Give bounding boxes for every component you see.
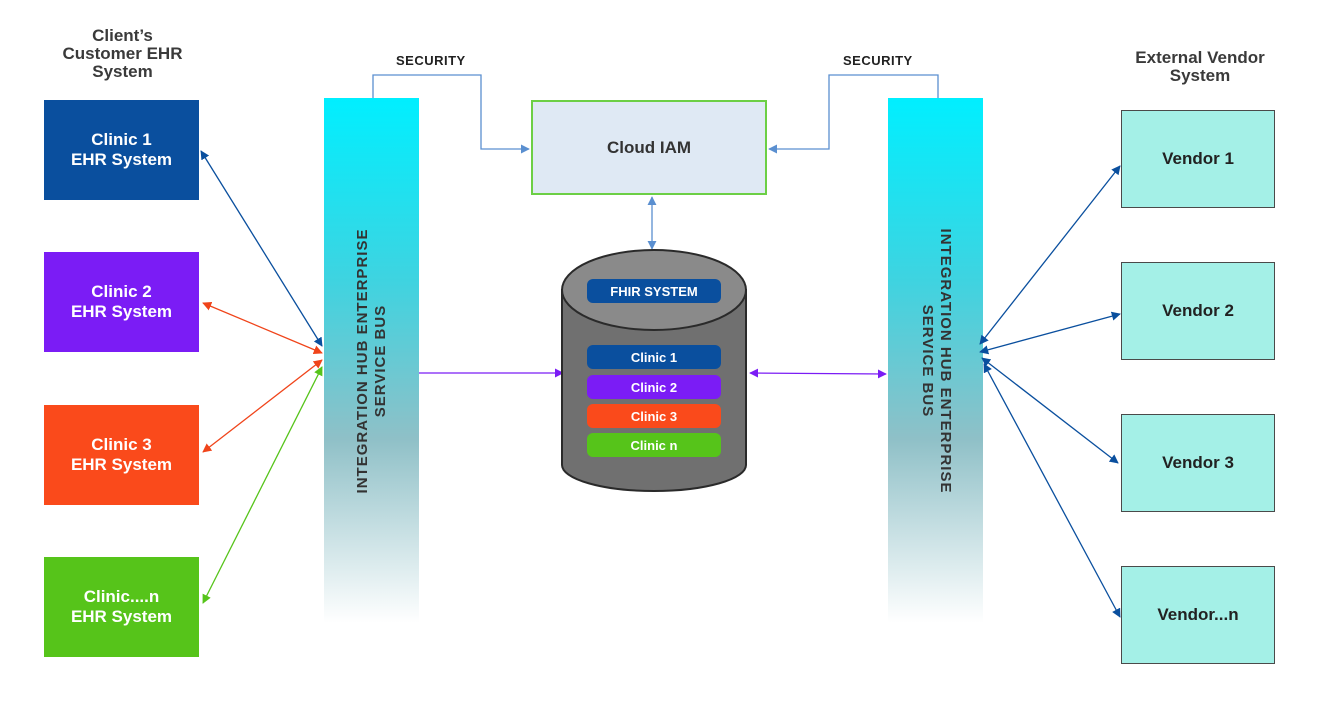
vendor-1-box[interactable]: Vendor 1	[1121, 110, 1275, 208]
vendor-3-box[interactable]: Vendor 3	[1121, 414, 1275, 512]
connector-db-to-right-bus	[749, 368, 887, 379]
security-label-left: SECURITY	[396, 53, 466, 68]
client-system-heading: Client’s Customer EHR System	[62, 26, 183, 81]
db-entry-clinic-1: Clinic 1	[587, 345, 721, 369]
vendor-system-heading: External Vendor System	[1135, 48, 1265, 85]
connector-clinic-n	[202, 366, 323, 604]
connector-vendor-n	[983, 363, 1121, 618]
clinic-n-ehr-box[interactable]: Clinic....n EHR System	[44, 557, 199, 657]
clinic-3-ehr-box[interactable]: Clinic 3 EHR System	[44, 405, 199, 505]
connector-vendor-1	[979, 165, 1121, 345]
security-connector-left	[372, 74, 530, 154]
db-entry-clinic-n: Clinic n	[587, 433, 721, 457]
connector-clinic-1	[200, 150, 323, 347]
clinic-1-ehr-box[interactable]: Clinic 1 EHR System	[44, 100, 199, 200]
connector-vendor-2	[979, 311, 1121, 355]
fhir-system-label: FHIR SYSTEM	[587, 279, 721, 303]
security-connector-right	[768, 74, 939, 154]
connector-clinic-3	[202, 359, 323, 453]
integration-hub-right: INTEGRATION HUB ENTERPRISE SERVICE BUS	[888, 98, 983, 623]
db-entry-clinic-3: Clinic 3	[587, 404, 721, 428]
vendor-n-box[interactable]: Vendor...n	[1121, 566, 1275, 664]
clinic-2-ehr-box[interactable]: Clinic 2 EHR System	[44, 252, 199, 352]
vendor-2-box[interactable]: Vendor 2	[1121, 262, 1275, 360]
connector-clinic-2	[202, 301, 323, 355]
db-entry-clinic-2: Clinic 2	[587, 375, 721, 399]
connector-vendor-3	[981, 357, 1119, 464]
integration-hub-left: INTEGRATION HUB ENTERPRISE SERVICE BUS	[324, 98, 419, 623]
cloud-iam-label: Cloud IAM	[606, 137, 692, 157]
cloud-iam-box[interactable]: Cloud IAM	[531, 100, 767, 195]
security-label-right: SECURITY	[843, 53, 913, 68]
